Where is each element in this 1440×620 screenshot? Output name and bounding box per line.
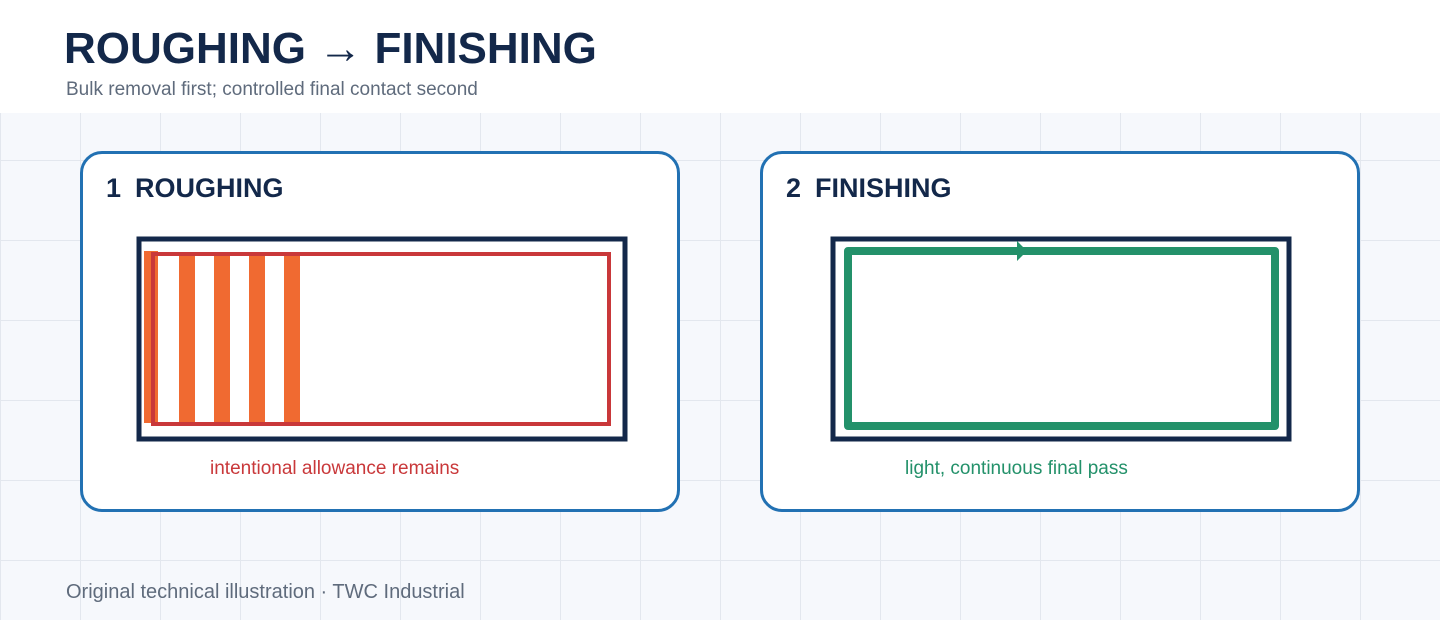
finishing-heading: 2 FINISHING <box>786 172 952 204</box>
roughing-heading: 1 ROUGHING <box>106 172 284 204</box>
roughing-diagram <box>136 236 628 442</box>
allowance-outline <box>151 252 611 426</box>
allowance-caption: intentional allowance remains <box>210 458 460 479</box>
final-pass-caption: light, continuous final pass <box>905 458 1128 479</box>
step-number: 2 <box>786 173 802 203</box>
finishing-panel: 2 FINISHING light, continuous final pass <box>760 151 1360 512</box>
roughing-pass-stripe <box>284 256 300 424</box>
page-title: ROUGHING → FINISHING <box>64 24 597 73</box>
workpiece-outline <box>830 236 1292 442</box>
footer-credit: Original technical illustration · TWC In… <box>66 581 465 603</box>
finishing-toolpath <box>844 247 1279 430</box>
roughing-panel: 1 ROUGHING intentional allowance remains <box>80 151 680 512</box>
page-subtitle: Bulk removal first; controlled final con… <box>66 79 478 100</box>
direction-arrow-icon <box>1017 241 1027 261</box>
step-title: ROUGHING <box>135 173 284 203</box>
page-header: ROUGHING → FINISHING Bulk removal first;… <box>0 0 1440 113</box>
roughing-pass-stripe <box>249 256 265 424</box>
finishing-diagram <box>830 236 1292 442</box>
roughing-pass-stripe <box>214 256 230 424</box>
workpiece-outline <box>136 236 628 442</box>
step-number: 1 <box>106 173 122 203</box>
step-title: FINISHING <box>815 173 952 203</box>
roughing-pass-stripe <box>179 256 195 424</box>
